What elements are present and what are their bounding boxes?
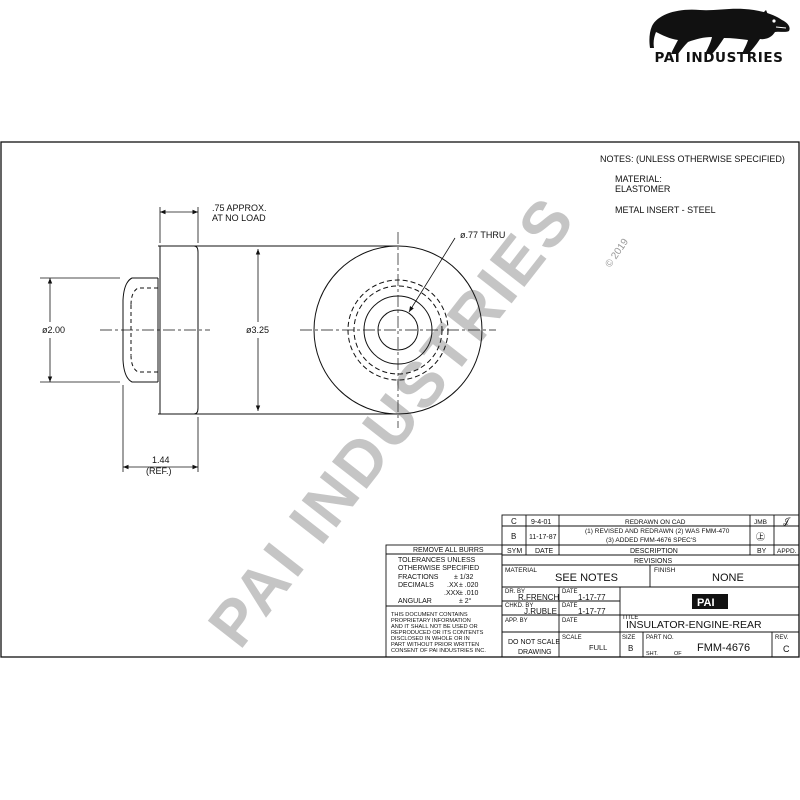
app-by-label: APP. BY: [505, 618, 528, 624]
outer-diameter-circle: [313, 245, 483, 415]
rev-b-sym: B: [511, 532, 516, 541]
proprietary-line-4: REPRODUCED OR ITS CONTENTS: [391, 630, 484, 636]
part-no-label: PART NO.: [646, 635, 674, 641]
side-view: [100, 245, 398, 415]
rev-header-description: DESCRIPTION: [630, 548, 678, 555]
rev-value: C: [783, 644, 790, 654]
rev-b-date: 11-17-87: [529, 534, 557, 541]
notes-material-value: ELASTOMER: [615, 184, 671, 194]
dr-date-label: DATE: [562, 589, 578, 595]
title-value: INSULATOR-ENGINE-REAR: [626, 619, 762, 631]
rev-header-sym: SYM: [507, 548, 522, 555]
dim-width-note-1: .75 APPROX.: [212, 203, 267, 213]
rev-label: REV.: [775, 635, 789, 641]
proprietary-line-1: THIS DOCUMENT CONTAINS: [391, 612, 468, 618]
tolerances-1: TOLERANCES UNLESS: [398, 557, 476, 564]
scale-note-2: DRAWING: [518, 649, 552, 656]
chkd-date: 1-17-77: [578, 607, 606, 616]
angular-label: ANGULAR: [398, 598, 432, 605]
rev-header-appd: APPD.: [777, 548, 797, 555]
rev-c-desc: REDRAWN ON CAD: [625, 519, 686, 526]
size-value: B: [628, 644, 633, 653]
rev-c-by: JMB: [754, 519, 767, 526]
proprietary-line-7: CONSENT OF PAI INDUSTRIES INC.: [391, 648, 486, 654]
rev-b-desc-1: (1) REVISED AND REDRAWN (2) WAS FMM-470: [585, 528, 730, 535]
rev-b-by: ㊤: [756, 532, 765, 542]
proprietary-line-2: PROPRIETARY INFORMATION: [391, 618, 471, 624]
finish-label: FINISH: [654, 567, 676, 574]
copyright: © 2019: [603, 237, 631, 270]
thru-leader: [408, 237, 456, 313]
proprietary-line-3: AND IT SHALL NOT BE USED OR: [391, 624, 478, 630]
chkd-by-label: CHKD. BY: [505, 603, 533, 609]
xxx-label: .XXX: [444, 590, 460, 597]
scale-value: FULL: [589, 643, 607, 652]
dim-length: [122, 385, 199, 472]
dim-width-note-2: AT NO LOAD: [212, 213, 266, 223]
dim-small-dia: [40, 277, 120, 383]
rev-c-date: 9-4-01: [531, 519, 551, 526]
dim-length-ref: (REF.): [146, 466, 172, 476]
decimals-label: DECIMALS: [398, 582, 434, 589]
tolerances-2: OTHERWISE SPECIFIED: [398, 565, 479, 572]
rev-c-sym: C: [511, 517, 517, 526]
rev-header-date: DATE: [535, 548, 553, 555]
company-mark: PAI: [697, 597, 715, 609]
fractions-value: ± 1/32: [454, 574, 474, 581]
proprietary-line-6: PART WITHOUT PRIOR WRITTEN: [391, 642, 479, 648]
fractions-label: FRACTIONS: [398, 574, 439, 581]
remove-burrs: REMOVE ALL BURRS: [413, 547, 484, 554]
angular-value: ± 2°: [459, 597, 472, 605]
title-block: [385, 544, 800, 658]
notes-insert: METAL INSERT - STEEL: [615, 205, 716, 215]
scale-note-1: DO NOT SCALE: [508, 639, 560, 646]
title-label: TITLE: [622, 615, 638, 621]
rev-title: REVISIONS: [634, 558, 672, 565]
xx-value: ± .020: [459, 582, 479, 589]
dr-by-value: R.FRENCH: [518, 593, 560, 602]
dim-large-dia-label: ø3.25: [246, 325, 269, 335]
app-date-label: DATE: [562, 618, 578, 624]
size-label: SIZE: [622, 635, 635, 641]
rev-b-desc-2: (3) ADDED FMM-4676 SPEC'S: [606, 537, 697, 544]
dr-by-label: DR. BY: [505, 589, 525, 595]
of-label: OF: [674, 651, 682, 657]
sht-label: SHT.: [646, 651, 658, 657]
dim-small-dia-label: ø2.00: [42, 325, 65, 335]
notes-material-label: MATERIAL:: [615, 174, 662, 184]
dr-date: 1-17-77: [578, 593, 606, 602]
rev-c-appd: 𝒥: [783, 516, 791, 526]
material-label: MATERIAL: [505, 567, 537, 574]
rev-header-by: BY: [757, 548, 767, 555]
watermark: PAI INDUSTRIES: [194, 183, 589, 660]
dim-thru-label: ø.77 THRU: [460, 230, 505, 240]
finish-value: NONE: [712, 572, 744, 584]
brand-name: PAI INDUSTRIES: [654, 50, 784, 66]
panther-icon: [649, 8, 790, 54]
xxx-value: ± .010: [459, 590, 479, 597]
part-no-value: FMM-4676: [697, 642, 750, 654]
proprietary-line-5: DISCLOSED IN WHOLE OR IN: [391, 636, 470, 642]
company-mark-bg: [692, 594, 728, 609]
watermark-text: PAI INDUSTRIES: [194, 183, 589, 660]
dim-length-label: 1.44: [152, 455, 170, 465]
xx-label: .XX: [447, 582, 459, 589]
scale-label: SCALE: [562, 635, 582, 641]
dim-width: [159, 207, 199, 243]
chkd-date-label: DATE: [562, 603, 578, 609]
material-value: SEE NOTES: [555, 572, 618, 584]
chkd-by-value: J.RUBLE: [524, 607, 557, 616]
front-view: [300, 232, 496, 428]
notes-header: NOTES: (UNLESS OTHERWISE SPECIFIED): [600, 154, 785, 164]
